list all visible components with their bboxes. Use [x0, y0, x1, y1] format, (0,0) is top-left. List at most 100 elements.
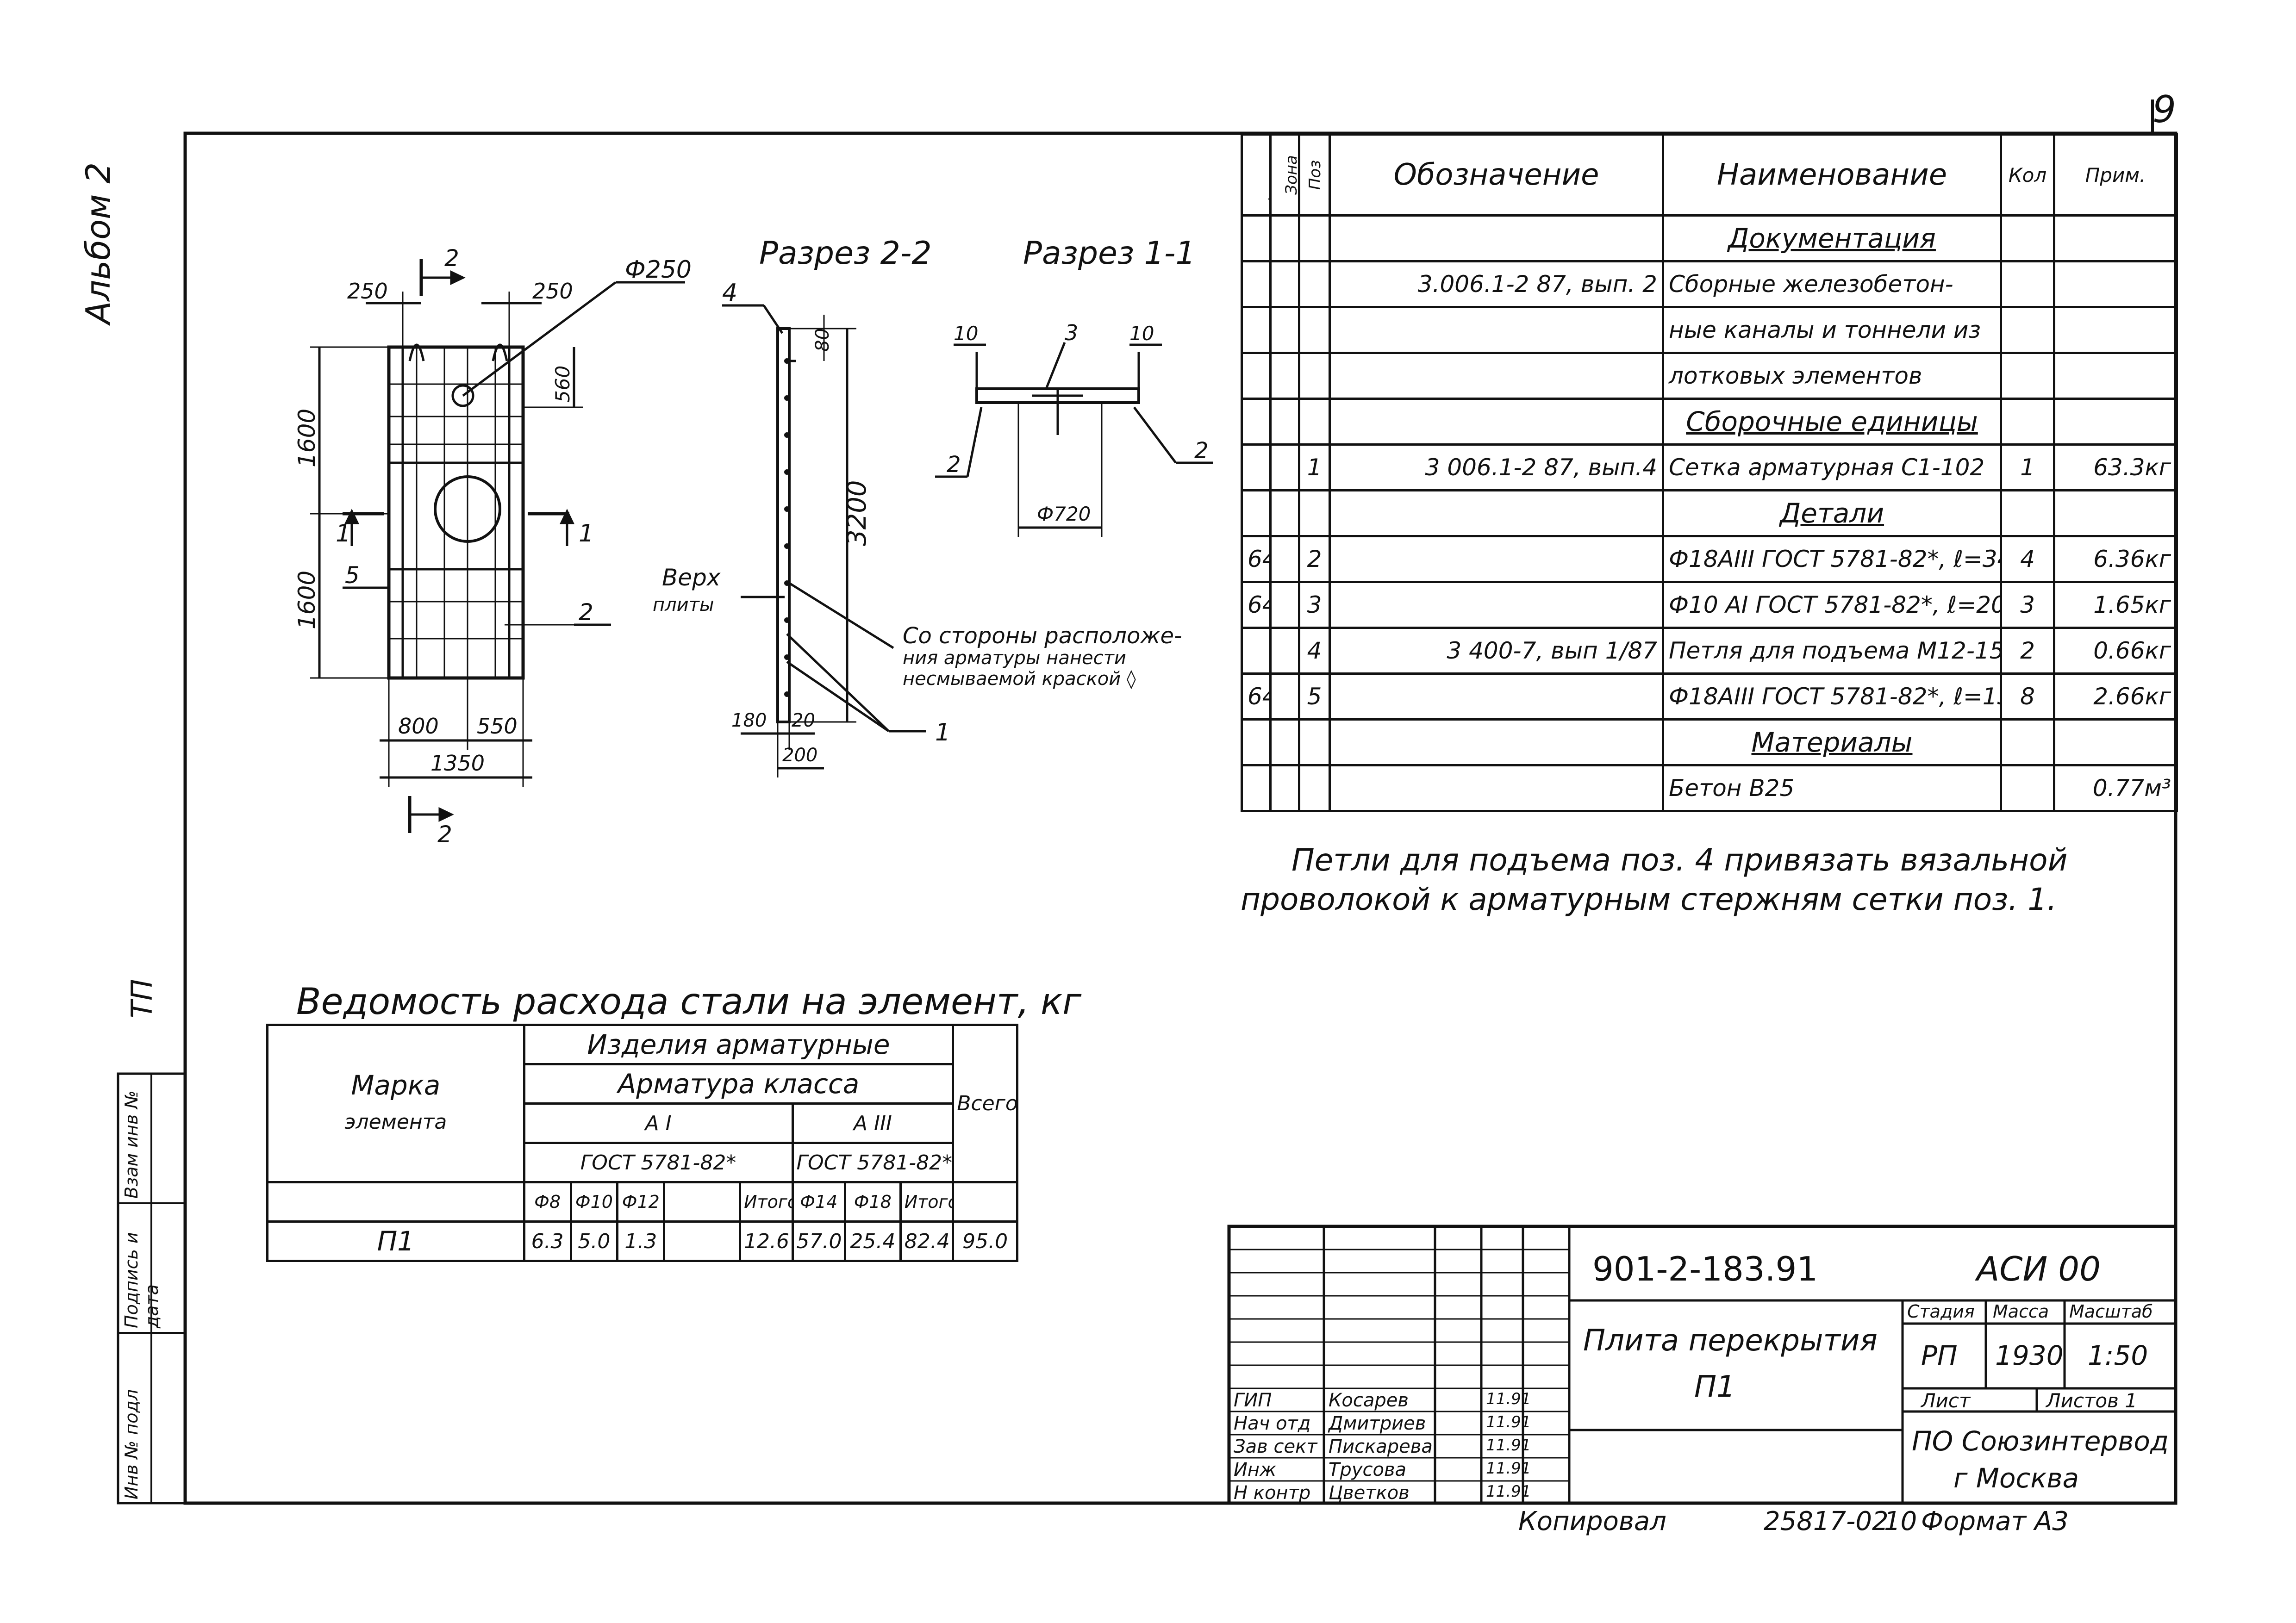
spec-cell-name: Ф10 АI ГОСТ 5781-82*, ℓ=2090	[1662, 581, 2002, 629]
spec-row: 642Ф18АIII ГОСТ 5781-82*, ℓ=346146.36кг	[1241, 535, 2178, 583]
spec-cell-note: 6.36кг	[2053, 535, 2178, 583]
specification-table: Формат Зона Поз Обозначение Наименование…	[1241, 133, 2178, 812]
steel-mark-value: П1	[266, 1220, 525, 1262]
spec-cell-format	[1241, 352, 1272, 400]
spec-row: Детали	[1241, 489, 2178, 537]
spec-cell-pos	[1298, 260, 1331, 308]
top-of-plate-2: плиты	[653, 594, 714, 616]
format-label: Формат А3	[1921, 1506, 2069, 1536]
spec-cell-zone	[1269, 260, 1300, 308]
scale-header: Масштаб	[2069, 1301, 2153, 1322]
spec-cell-zone	[1269, 214, 1300, 262]
spec-cell-qty	[2000, 306, 2055, 354]
spec-cell-pos	[1298, 352, 1331, 400]
staff-date: 11.91	[1486, 1413, 1531, 1431]
dim-800: 800	[398, 714, 439, 739]
spec-row: 645Ф18АIII ГОСТ 5781-82*, ℓ=133082.66кг	[1241, 672, 2178, 721]
spec-cell-designation: 3.006.1-2 87, вып. 2	[1329, 260, 1664, 308]
spec-row: Документация	[1241, 214, 2178, 262]
staff-date: 11.91	[1486, 1390, 1531, 1408]
steel-value	[663, 1220, 742, 1262]
spec-cell-designation	[1329, 718, 1664, 766]
spec-cell-name: Ф18АIII ГОСТ 5781-82*, ℓ=1330	[1662, 672, 2002, 721]
spec-cell-name: Ф18АIII ГОСТ 5781-82*, ℓ=3461	[1662, 535, 2002, 583]
copied-label: Копировал	[1518, 1506, 1666, 1536]
spec-header-qty: Кол	[2000, 133, 2055, 217]
top-of-plate-1: Верх	[662, 564, 721, 591]
steel-value: 12.6	[739, 1220, 794, 1262]
spec-cell-designation	[1329, 672, 1664, 721]
steel-col-header: Итого	[899, 1181, 955, 1223]
spec-cell-zone	[1269, 627, 1300, 675]
page-number: 9	[2152, 88, 2176, 131]
steel-col-header	[663, 1181, 742, 1223]
spec-cell-format	[1241, 489, 1272, 537]
dim-3200: 3200	[842, 480, 872, 546]
spec-row: ные каналы и тоннели из	[1241, 306, 2178, 354]
dim-20: 20	[792, 710, 815, 731]
spec-cell-designation	[1329, 535, 1664, 583]
spec-cell-zone	[1269, 306, 1300, 354]
staff-name: Трусова	[1329, 1459, 1407, 1480]
mass-value: 1930	[1995, 1340, 2064, 1371]
section-11-title: Разрез 1-1	[1023, 235, 1196, 272]
spec-cell-designation	[1329, 352, 1664, 400]
spec-cell-pos: 5	[1298, 672, 1331, 721]
cut-1-left: 1	[336, 520, 351, 547]
spec-cell-name: Сборочные единицы	[1662, 398, 2002, 446]
steel-col-spacer	[952, 1181, 1018, 1223]
staff-name: Дмитриев	[1329, 1413, 1426, 1434]
stage-header: Стадия	[1907, 1301, 1975, 1322]
spec-cell-qty: 1	[2000, 443, 2055, 491]
spec-cell-qty	[2000, 718, 2055, 766]
staff-name: Пискарева	[1329, 1436, 1433, 1457]
spec-cell-qty	[2000, 764, 2055, 812]
steel-aiii-header: А III	[791, 1102, 955, 1144]
spec-cell-zone	[1269, 672, 1300, 721]
document-code: 901-2-183.91	[1592, 1250, 1818, 1288]
dim-560: 560	[551, 366, 574, 403]
pos-2-label: 2	[579, 599, 593, 626]
steel-empty-cell	[266, 1181, 525, 1223]
steel-ai-header: А I	[523, 1102, 794, 1144]
spec-cell-qty: 2	[2000, 627, 2055, 675]
spec-cell-name: Материалы	[1662, 718, 2002, 766]
spec-cell-qty: 8	[2000, 672, 2055, 721]
sheets-label: Листов 1	[2046, 1389, 2137, 1412]
spec-cell-pos	[1298, 398, 1331, 446]
dim-80: 80	[812, 328, 833, 352]
spec-cell-zone	[1269, 489, 1300, 537]
spec-cell-name: Сетка арматурная С1-102	[1662, 443, 2002, 491]
spec-header-format: Формат	[1241, 133, 1272, 217]
steel-value: 1.3	[616, 1220, 666, 1262]
spec-cell-note	[2053, 306, 2178, 354]
pos-1-label: 1	[935, 719, 950, 746]
organization-2: г Москва	[1953, 1462, 2079, 1494]
spec-cell-format	[1241, 764, 1272, 812]
spec-cell-format: 64	[1241, 581, 1272, 629]
section-22-title: Разрез 2-2	[759, 235, 932, 272]
pos-5-label: 5	[345, 562, 360, 589]
staff-role: Н контр	[1234, 1482, 1311, 1504]
spec-cell-pos	[1298, 214, 1331, 262]
document-series: АСИ 00	[1977, 1250, 2101, 1288]
scale-value: 1:50	[2088, 1340, 2148, 1371]
steel-value: 5.0	[569, 1220, 619, 1262]
spec-cell-zone	[1269, 443, 1300, 491]
pos-4-label: 4	[722, 279, 737, 307]
spec-cell-pos: 4	[1298, 627, 1331, 675]
spec-header-note: Прим.	[2053, 133, 2178, 217]
spec-cell-qty: 4	[2000, 535, 2055, 583]
spec-cell-note: 1.65кг	[2053, 581, 2178, 629]
spec-cell-pos	[1298, 764, 1331, 812]
spec-cell-note	[2053, 260, 2178, 308]
spec-row: Материалы	[1241, 718, 2178, 766]
cut-1-right: 1	[579, 520, 594, 547]
spec-cell-designation	[1329, 581, 1664, 629]
